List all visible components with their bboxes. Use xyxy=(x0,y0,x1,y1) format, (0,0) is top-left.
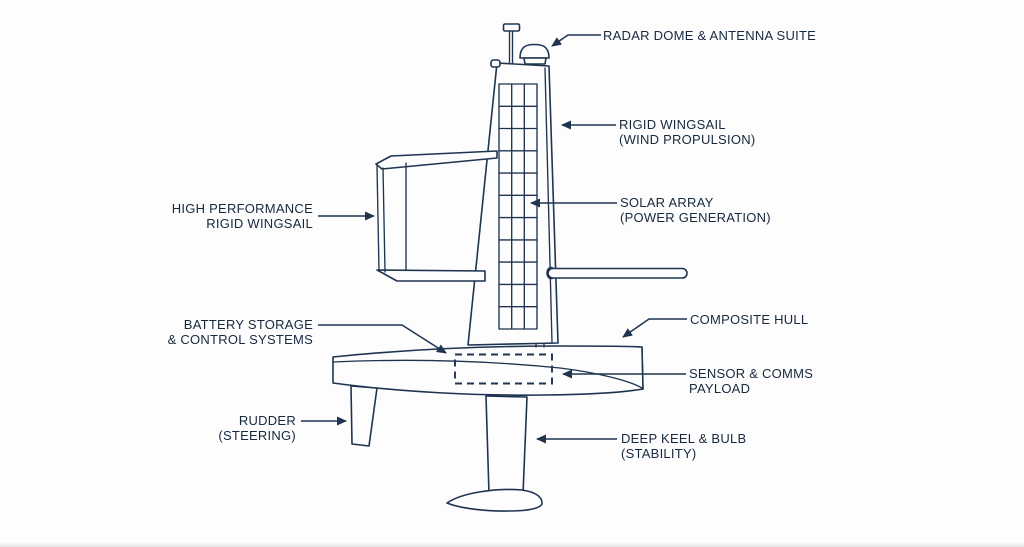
label-line: RUDDER xyxy=(238,413,296,428)
page-edge-shadow xyxy=(0,542,1024,547)
label-line: SOLAR ARRAY xyxy=(620,195,714,210)
hull-body xyxy=(332,345,644,396)
keel-bulb xyxy=(446,488,543,512)
label-line: (WIND PROPULSION) xyxy=(619,132,756,147)
label-line: & CONTROL SYSTEMS xyxy=(167,332,313,347)
label-line: COMPOSITE HULL xyxy=(690,312,809,327)
antenna-mast xyxy=(502,23,521,64)
label-line: DEEP KEEL & BULB xyxy=(621,431,747,446)
label-line: SENSOR & COMMS xyxy=(689,366,814,381)
label-line: PAYLOAD xyxy=(689,381,751,396)
label-solar-array: SOLAR ARRAY (POWER GENERATION) xyxy=(620,195,771,225)
label-line: RADAR DOME & ANTENNA SUITE xyxy=(603,28,817,43)
label-rudder: RUDDER (STEERING) xyxy=(218,413,296,443)
rudder-fin xyxy=(350,385,378,447)
nav-light-knob xyxy=(490,59,501,68)
label-high-performance-wingsail: HIGH PERFORMANCE RIGID WINGSAIL xyxy=(172,201,313,231)
main-wingsail xyxy=(467,62,559,346)
label-composite-hull: COMPOSITE HULL xyxy=(690,312,808,327)
tail-spar xyxy=(546,266,688,280)
label-line: BATTERY STORAGE xyxy=(183,317,313,332)
label-line: RIGID WINGSAIL xyxy=(619,117,726,132)
label-line: (STABILITY) xyxy=(621,446,697,461)
leader-radar-dome xyxy=(551,34,601,47)
label-rigid-wingsail: RIGID WINGSAIL (WIND PROPULSION) xyxy=(619,117,755,147)
sensor-payload-dashed-box xyxy=(454,353,553,385)
keel-strut xyxy=(485,395,528,495)
label-line: RIGID WINGSAIL xyxy=(206,216,313,231)
label-line: (STEERING) xyxy=(218,428,296,443)
label-deep-keel: DEEP KEEL & BULB (STABILITY) xyxy=(621,431,746,461)
label-battery-storage: BATTERY STORAGE & CONTROL SYSTEMS xyxy=(168,317,313,347)
label-line: HIGH PERFORMANCE xyxy=(171,201,313,216)
label-radar-dome: RADAR DOME & ANTENNA SUITE xyxy=(603,28,816,43)
leader-battery-storage xyxy=(318,324,447,354)
leader-composite-hull xyxy=(622,318,687,338)
label-sensor-payload: SENSOR & COMMS PAYLOAD xyxy=(689,366,813,396)
label-line: (POWER GENERATION) xyxy=(620,210,771,225)
radar-dome xyxy=(519,43,550,65)
aft-wingsail xyxy=(375,150,498,282)
